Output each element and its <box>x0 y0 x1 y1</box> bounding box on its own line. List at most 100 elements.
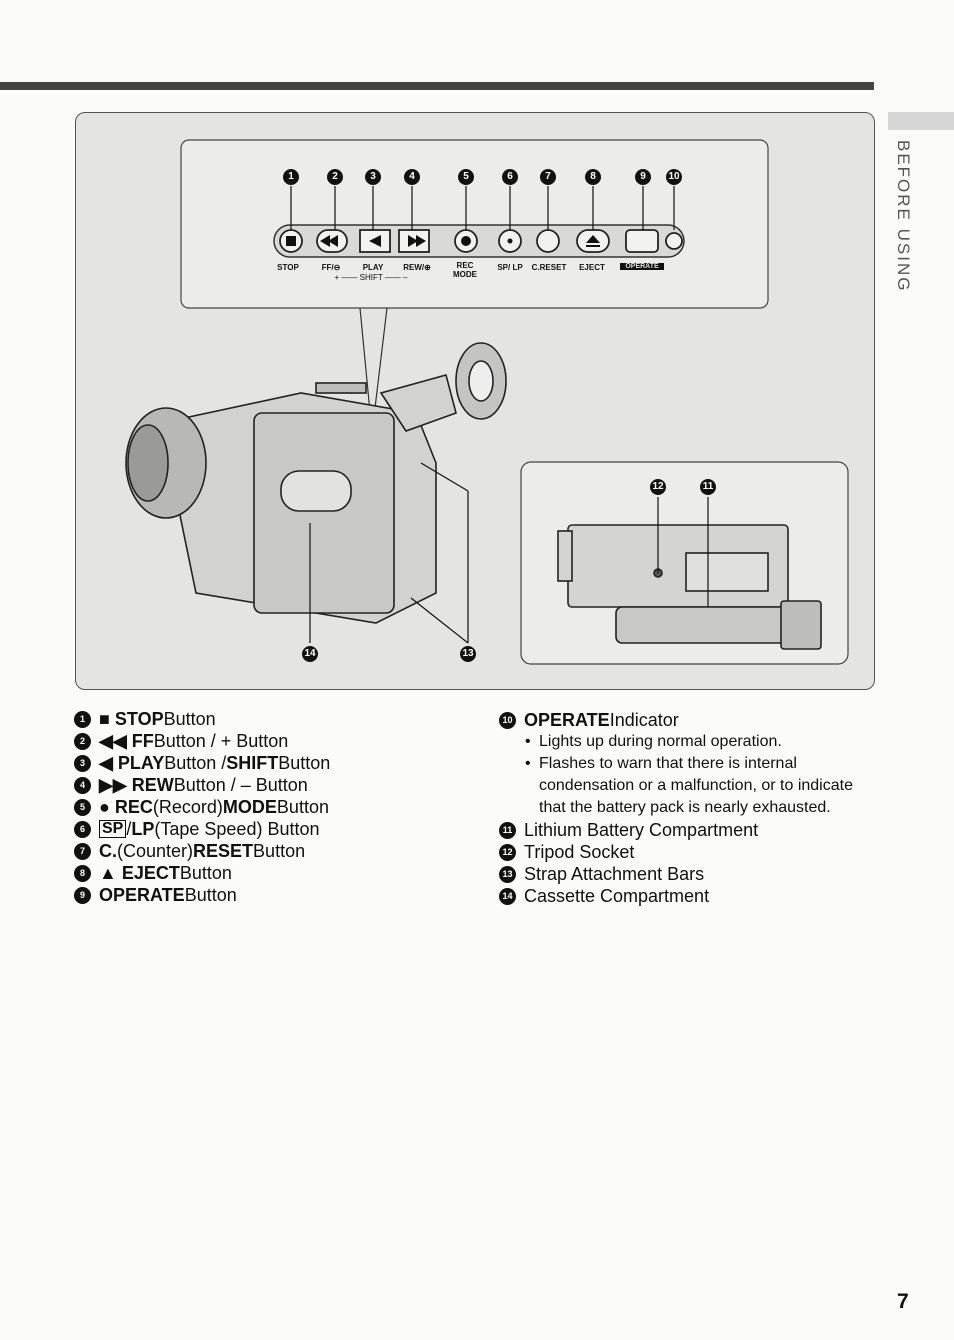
legend-right: 10 OPERATE Indicator Lights up during no… <box>499 709 879 907</box>
camcorder-figure: 1 2 3 4 5 6 7 8 9 10 STOP FF/⊖ PLAY REW/… <box>75 112 875 690</box>
label-stop: STOP <box>277 263 299 272</box>
callout-6: 6 <box>502 169 518 185</box>
legend-item-13: 13 Strap Attachment Bars <box>499 863 879 885</box>
callout-14: 14 <box>302 646 318 662</box>
page-number: 7 <box>897 1290 909 1313</box>
legend-text: (Counter) <box>117 841 194 861</box>
header-rule <box>0 82 874 90</box>
legend-bold: FF <box>131 731 154 751</box>
legend-number: 1 <box>74 710 91 728</box>
legend-text: Button <box>278 753 331 773</box>
legend-number: 9 <box>74 886 91 904</box>
legend-item-10: 10 OPERATE Indicator <box>499 709 879 731</box>
legend-number: 14 <box>499 887 516 905</box>
legend-number: 11 <box>499 821 516 839</box>
label-rew: REW/⊕ <box>403 263 431 272</box>
legend-bold: STOP <box>114 709 164 729</box>
callout-11: 11 <box>700 479 716 495</box>
label-eject: EJECT <box>579 263 605 272</box>
callout-2: 2 <box>327 169 343 185</box>
sp-icon: SP <box>99 820 127 838</box>
legend-text: Button / – Button <box>173 775 308 795</box>
legend-bold: EJECT <box>121 863 180 883</box>
callout-7: 7 <box>540 169 556 185</box>
legend-item-11: 11 Lithium Battery Compartment <box>499 819 879 841</box>
legend-item-9: 9 OPERATE Button <box>74 884 330 906</box>
callout-4: 4 <box>404 169 420 185</box>
legend-number: 3 <box>74 754 91 772</box>
section-tab-label: BEFORE USING <box>894 140 913 293</box>
legend-item-8: 8 ▲ EJECT Button <box>74 862 330 884</box>
legend-number: 4 <box>74 776 91 794</box>
legend-bold: C. <box>99 841 117 861</box>
legend-text: Button <box>179 863 232 883</box>
label-ff: FF/⊖ <box>321 263 341 272</box>
legend-bold: SHIFT <box>226 753 279 773</box>
stop-icon: ■ <box>99 709 110 729</box>
callout-12: 12 <box>650 479 666 495</box>
legend-text: Button / + Button <box>153 731 289 751</box>
legend-number: 6 <box>74 820 91 838</box>
legend-bold: LP <box>131 819 155 839</box>
legend-text: Cassette Compartment <box>524 886 710 906</box>
legend-text: Lithium Battery Compartment <box>524 820 759 840</box>
label-c-reset: C.RESET <box>531 263 567 272</box>
legend-bold: PLAY <box>117 753 165 773</box>
legend-number: 2 <box>74 732 91 750</box>
legend-item-1: 1 ■ STOP Button <box>74 708 330 730</box>
legend-number: 5 <box>74 798 91 816</box>
legend-number: 12 <box>499 843 516 861</box>
eject-icon: ▲ <box>99 863 117 883</box>
legend-item-14: 14 Cassette Compartment <box>499 885 879 907</box>
label-rec-mode: MODE <box>453 270 477 279</box>
legend-number: 7 <box>74 842 91 860</box>
legend-text: Indicator <box>609 710 679 730</box>
legend-text: Strap Attachment Bars <box>524 864 705 884</box>
legend-text: Button / <box>164 753 227 773</box>
legend-text: Button <box>163 709 216 729</box>
legend-item-12: 12 Tripod Socket <box>499 841 879 863</box>
callout-10: 10 <box>666 169 682 185</box>
legend-text: Tripod Socket <box>524 842 635 862</box>
legend-item-7: 7 C. (Counter) RESET Button <box>74 840 330 862</box>
record-icon: ● <box>99 797 110 817</box>
section-tab <box>888 112 954 130</box>
legend-text: / <box>126 819 132 839</box>
label-shift-scale: + —— SHIFT —— – <box>334 273 408 282</box>
callout-1: 1 <box>283 169 299 185</box>
legend-number: 8 <box>74 864 91 882</box>
label-rec: REC <box>456 261 474 270</box>
rewind-icon: ▶▶ <box>99 775 127 795</box>
legend-text: (Record) <box>152 797 223 817</box>
legend-bold: OPERATE <box>524 710 610 730</box>
legend-item-6: 6 SP / LP (Tape Speed) Button <box>74 818 330 840</box>
legend-item-2: 2 ◀◀ FF Button / + Button <box>74 730 330 752</box>
callout-5: 5 <box>458 169 474 185</box>
play-icon: ◀ <box>99 753 113 773</box>
operate-bullets: Lights up during normal operation. Flash… <box>523 731 879 819</box>
callout-3: 3 <box>365 169 381 185</box>
legend-text: (Tape Speed) Button <box>154 819 320 839</box>
bullet-item: Flashes to warn that there is internal c… <box>523 753 869 819</box>
legend-text: Button <box>184 885 237 905</box>
fast-forward-icon: ◀◀ <box>99 731 127 751</box>
legend-number: 10 <box>499 711 516 729</box>
legend-bold: REC <box>114 797 153 817</box>
bullet-item: Lights up during normal operation. <box>523 731 879 753</box>
legend-text: Button <box>276 797 329 817</box>
legend-bold: MODE <box>222 797 277 817</box>
callout-8: 8 <box>585 169 601 185</box>
legend-bold: REW <box>131 775 174 795</box>
label-play: PLAY <box>362 263 384 272</box>
legend-left: 1 ■ STOP Button 2 ◀◀ FF Button / + Butto… <box>74 708 330 906</box>
legend-item-5: 5 ● REC (Record) MODE Button <box>74 796 330 818</box>
figure-drawing <box>125 139 849 665</box>
legend-bold: OPERATE <box>99 885 185 905</box>
legend-bold: RESET <box>193 841 254 861</box>
label-operate: OPERATE <box>620 263 664 270</box>
callout-9: 9 <box>635 169 651 185</box>
legend-text: Button <box>253 841 306 861</box>
label-sp-lp: SP/ LP <box>497 263 523 272</box>
legend-number: 13 <box>499 865 516 883</box>
callout-13: 13 <box>460 646 476 662</box>
